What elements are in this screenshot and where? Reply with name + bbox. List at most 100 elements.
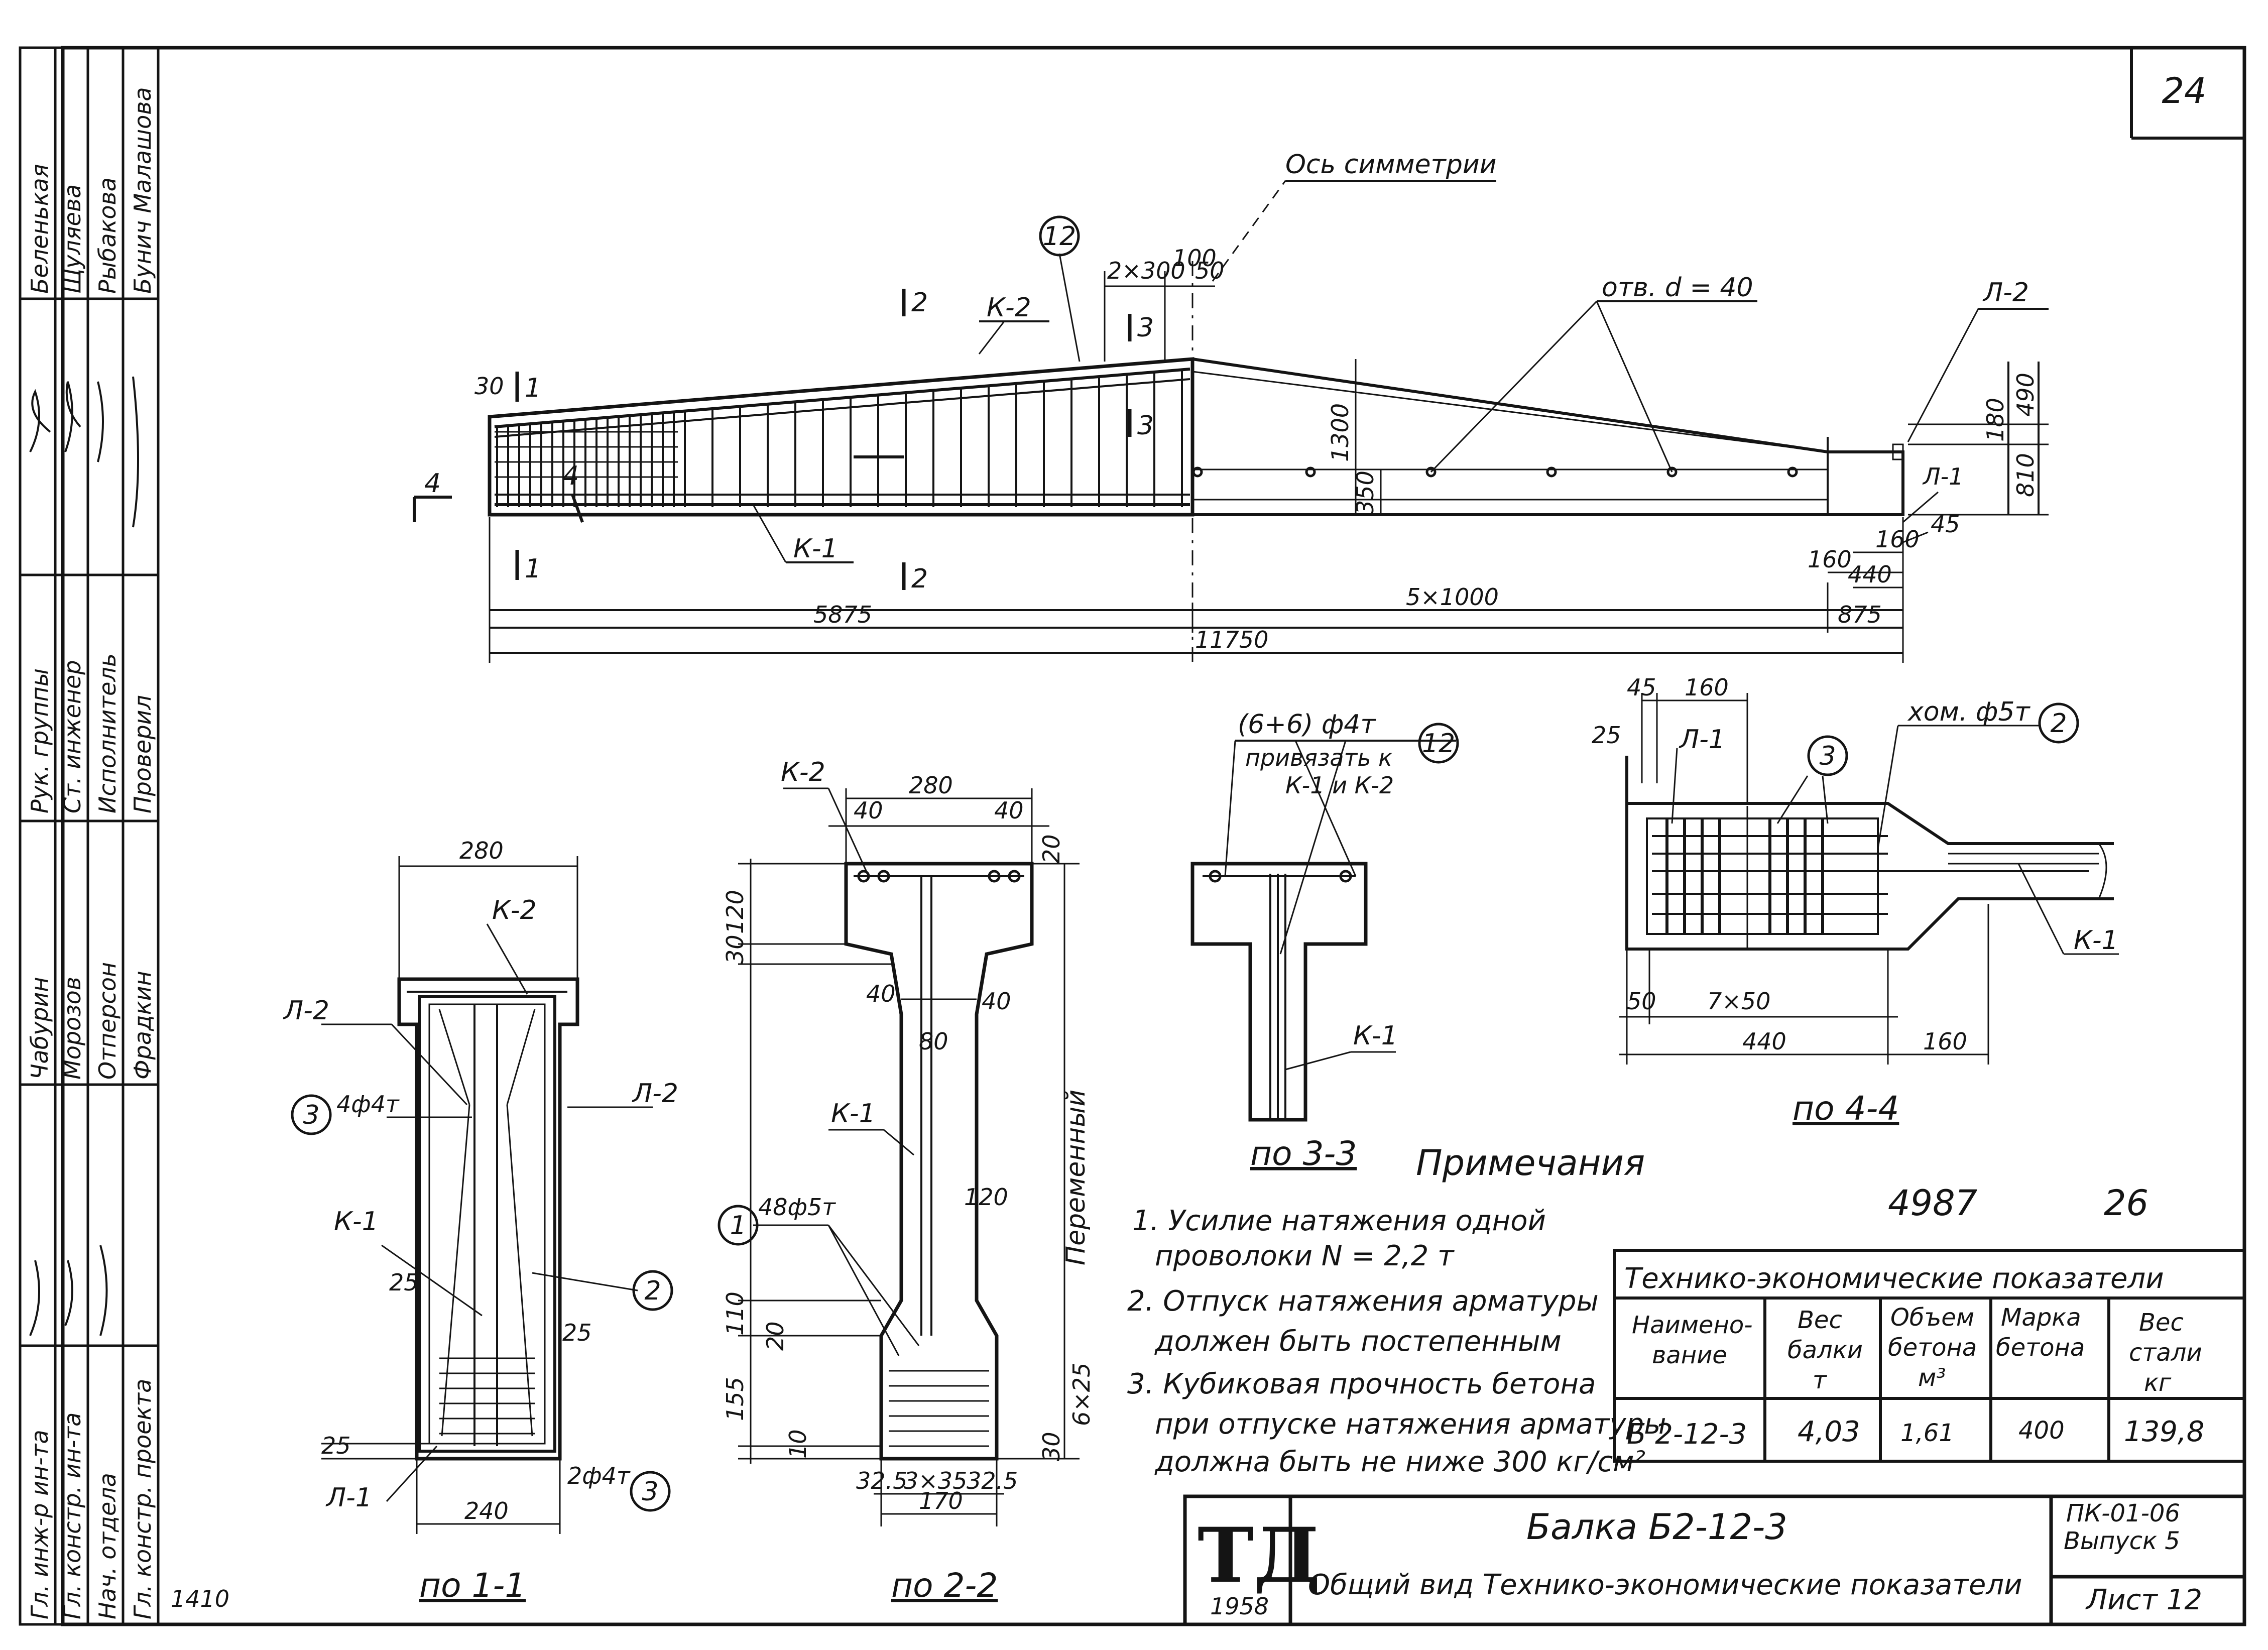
- sec22-b325a: 32.5: [856, 1467, 907, 1494]
- doc-number: 4987: [1888, 1183, 1977, 1224]
- sec22-k1: К-1: [831, 1099, 876, 1129]
- notes-heading: Примечания: [1416, 1142, 1645, 1184]
- dim-350: 350: [1352, 470, 1379, 515]
- th-name-1: Наимено-: [1632, 1311, 1753, 1339]
- sec33-callout-12: 12: [1422, 729, 1455, 759]
- th-name-2: вание: [1652, 1341, 1727, 1369]
- tb-logo: ТД: [1198, 1511, 1321, 1600]
- th-steel-3: кг: [2144, 1369, 2172, 1397]
- sec22-d40d: 40: [982, 988, 1011, 1015]
- sec22-d6x25: 6×25: [1068, 1363, 1095, 1426]
- td-name: Б 2-12-3: [1627, 1418, 1747, 1451]
- sec33-title: по 3-3: [1250, 1134, 1357, 1173]
- sec11-title: по 1-1: [419, 1566, 526, 1605]
- sec44-d440: 440: [1742, 1028, 1786, 1055]
- sec22-d40c: 40: [866, 980, 896, 1007]
- note-line-2: проволоки N = 2,2 т: [1155, 1240, 1455, 1272]
- sec22-b325b: 32.5: [967, 1467, 1018, 1494]
- role-2: Гл. констр. ин-та: [59, 1412, 86, 1619]
- role-6: Ст. инженер: [59, 660, 86, 813]
- sec33-k1: К-1: [1353, 1021, 1398, 1051]
- label-l2: Л-2: [1982, 278, 2029, 308]
- sec11-bar-top: 4ф4т: [336, 1091, 400, 1118]
- title-block: [1183, 1494, 2246, 1626]
- sec11-d25c: 25: [321, 1432, 351, 1459]
- dim-440: 440: [1848, 561, 1892, 588]
- sec33-note3: К-1 и К-2: [1285, 772, 1394, 799]
- sec22-b3x35: 3×35: [904, 1467, 967, 1494]
- tb-sub: Общий вид Технико-экономические показате…: [1308, 1569, 2022, 1601]
- th-steel-1: Вес: [2139, 1309, 2184, 1337]
- tb-issue: Выпуск 5: [2064, 1527, 2180, 1555]
- role-3: Нач. отдела: [94, 1473, 121, 1619]
- th-steel-2: стали: [2129, 1339, 2202, 1367]
- th-volume-1: Объем: [1890, 1304, 1974, 1332]
- sidebar-text: Гл. инж-р ин-та Гл. констр. ин-та Нач. о…: [26, 87, 156, 1619]
- sec44-callout-2: 2: [2050, 709, 2067, 739]
- tech-table-texts: Технико-экономические показатели Наимено…: [1624, 1262, 2204, 1451]
- sec11-texts: 280 240 К-2 Л-2 Л-2 К-1 Л-1 3 3 2 4ф4т 2…: [283, 837, 678, 1605]
- sec33-callout-12-shape: [1418, 723, 1459, 764]
- sec44-d7x50: 7×50: [1707, 988, 1770, 1015]
- sec11-l2b: Л-2: [632, 1079, 678, 1109]
- section-4-4: [1619, 693, 2119, 1065]
- note-line-6: при отпуске натяжения арматуры: [1155, 1408, 1666, 1441]
- sec11-w-top: 280: [459, 837, 504, 864]
- name-2: Морозов: [59, 977, 86, 1080]
- sec22-d30b: 30: [1038, 1432, 1065, 1461]
- dim-160a: 160: [1875, 526, 1920, 553]
- sec44-d160b: 160: [1923, 1028, 1967, 1055]
- sec44-d45: 45: [1627, 674, 1656, 701]
- note-line-3: 2. Отпуск натяжения арматуры: [1127, 1285, 1599, 1318]
- dim-30: 30: [474, 373, 504, 400]
- sec22-title: по 2-2: [891, 1566, 998, 1605]
- beam-texts: Ось симметрии отв. d = 40 Л-2 К-2 К-1 Л-…: [424, 150, 2039, 653]
- dim-180: 180: [1982, 398, 2009, 442]
- sec11-l2a: Л-2: [283, 996, 329, 1026]
- axis-label: Ось симметрии: [1285, 150, 1496, 180]
- role-4: Гл. констр. проекта: [129, 1379, 156, 1619]
- sec33-note2: привязать к: [1245, 744, 1392, 771]
- sec44-shapes: [1807, 702, 2079, 776]
- cut-1-bot: 1: [525, 554, 541, 584]
- cut-2-bot: 2: [911, 564, 928, 594]
- beam-elevation: [413, 180, 2049, 668]
- tb-sheet: Лист 12: [2085, 1584, 2202, 1616]
- name-1: Чабурин: [26, 977, 53, 1080]
- sec22-d155: 155: [722, 1377, 749, 1421]
- role-8: Проверил: [129, 695, 156, 813]
- note-line-1: 1. Усилие натяжения одной: [1132, 1205, 1546, 1237]
- td-volume: 1,61: [1900, 1419, 1954, 1447]
- dim-50: 50: [1195, 257, 1225, 284]
- sec11-d25b: 25: [562, 1319, 592, 1346]
- sec22-texts: 280 40 40 40 40 80 120 20 120 30 110 20 …: [722, 757, 1095, 1605]
- name-8: Бунич Малашова: [129, 87, 156, 294]
- sec22-d40a: 40: [854, 797, 883, 824]
- sec22-callout-1: 1: [730, 1211, 746, 1241]
- dim-5x1000: 5×1000: [1406, 583, 1499, 611]
- dim-11750: 11750: [1195, 626, 1268, 653]
- sec22-d80: 80: [919, 1028, 948, 1055]
- dim-875: 875: [1838, 601, 1882, 628]
- sec22-d120b: 120: [964, 1184, 1008, 1211]
- dim-810: 810: [2012, 453, 2039, 497]
- dim-5875: 5875: [813, 601, 872, 628]
- sheet-number: 24: [2162, 70, 2206, 111]
- sec11-shapes: [291, 1094, 673, 1512]
- sec33-texts: (6+6) ф4т привязать к К-1 и К-2 12 К-1 п…: [1238, 710, 1455, 1173]
- label-k1: К-1: [793, 534, 838, 564]
- name-3: Отперсон: [94, 962, 121, 1080]
- sec11-l1: Л-1: [325, 1483, 372, 1513]
- corner-mark: 1410: [171, 1585, 229, 1612]
- sec11-callout-2: 2: [644, 1276, 661, 1306]
- section-1-1: [321, 856, 653, 1534]
- doc-page: 26: [2104, 1183, 2148, 1224]
- sec22-w-top: 280: [909, 772, 953, 799]
- sec11-callout-3a: 3: [303, 1100, 319, 1130]
- label-l1: Л-1: [1922, 463, 1963, 490]
- section-2-2: [738, 787, 1080, 1526]
- sec44-callout-3: 3: [1819, 741, 1836, 771]
- tech-title: Технико-экономические показатели: [1624, 1262, 2164, 1295]
- signature-strip: [19, 46, 160, 1626]
- sec22-d40b: 40: [994, 797, 1024, 824]
